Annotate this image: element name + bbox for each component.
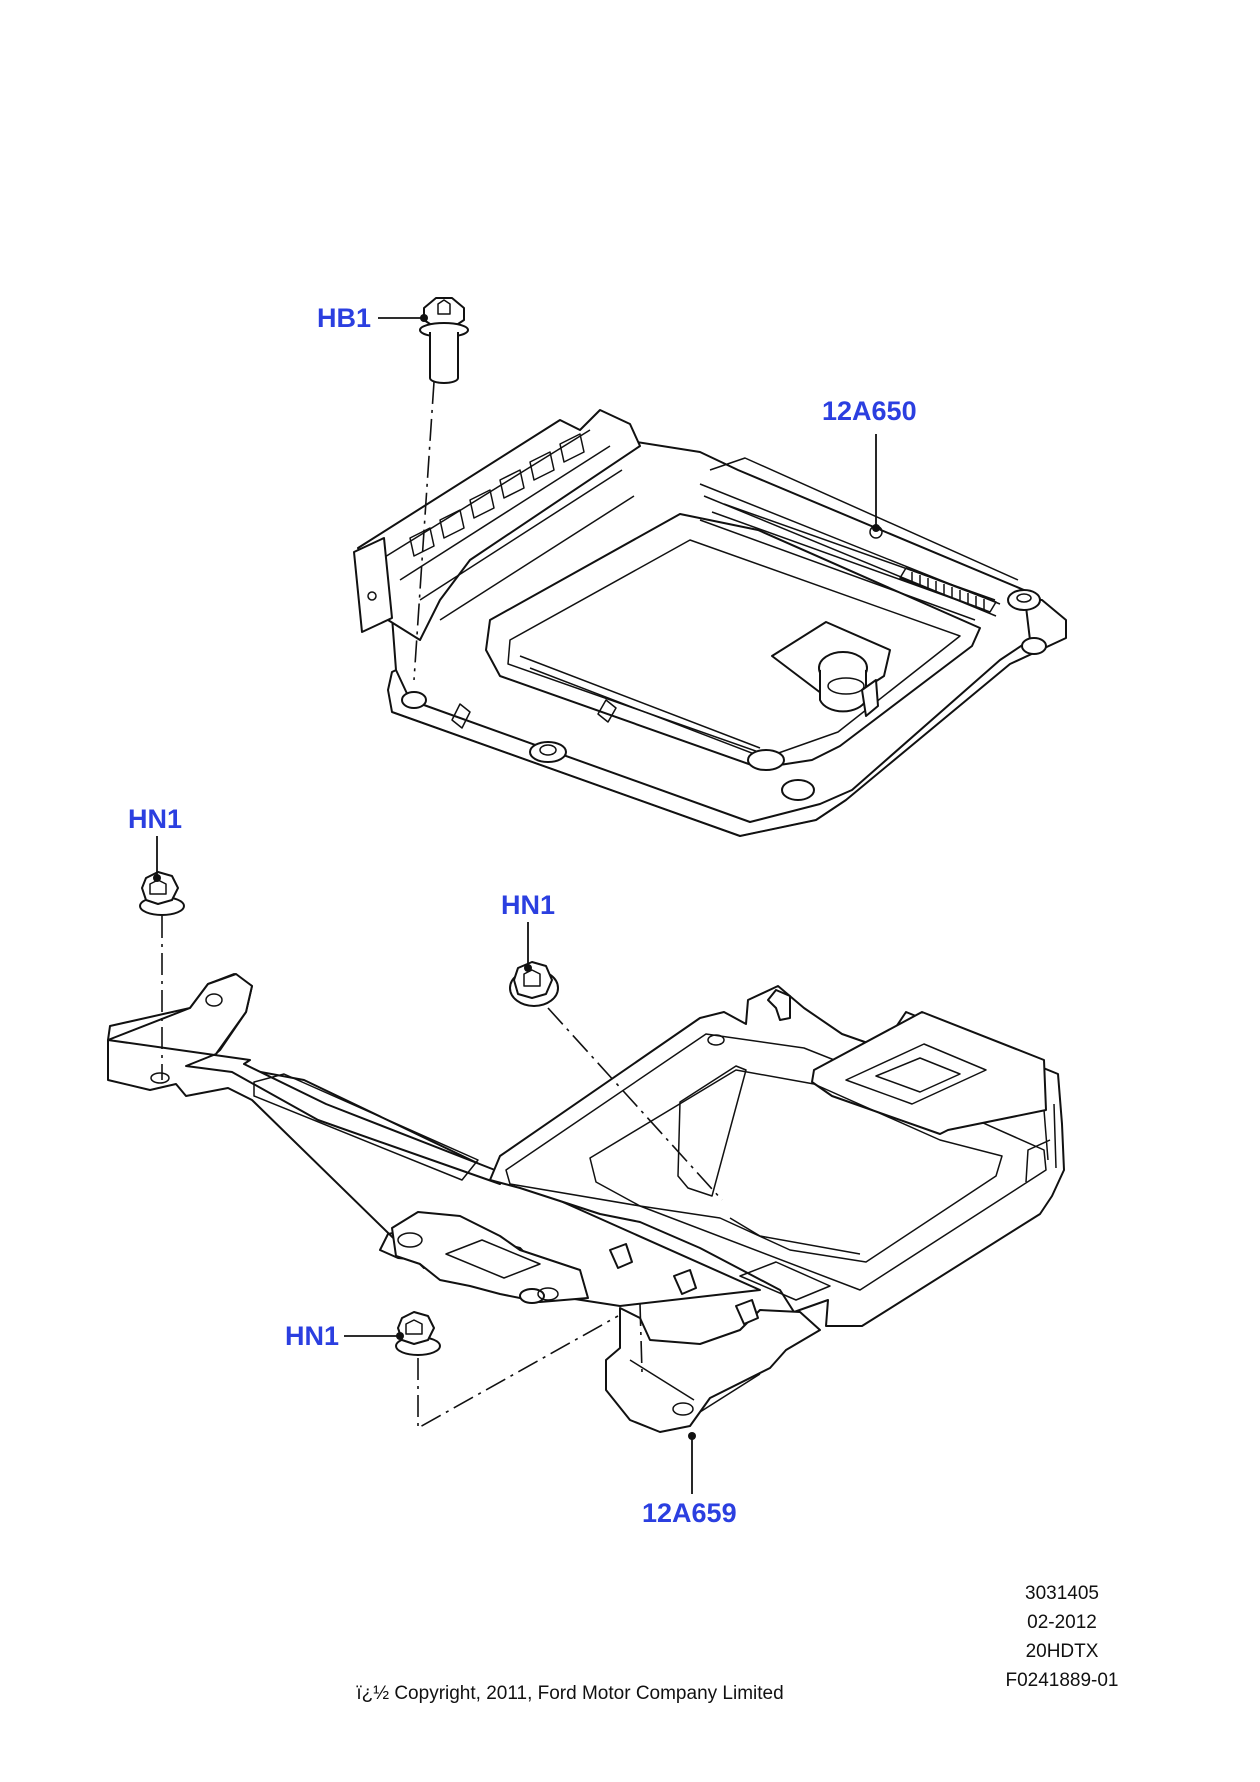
nut-hn1-center — [509, 961, 559, 1007]
callout-hn1-left[interactable]: HN1 — [128, 804, 183, 834]
callout-hn1-center[interactable]: HN1 — [501, 890, 556, 920]
callout-hn1-bottom[interactable]: HN1 — [285, 1321, 340, 1351]
figure-code: F0241889-01 — [1005, 1670, 1119, 1691]
illustration-number: 3031405 — [1025, 1583, 1099, 1604]
nut-hn1-left — [139, 871, 185, 916]
mounting-bracket — [107, 973, 1065, 1433]
copyright-notice: ï¿½ Copyright, 2011, Ford Motor Company … — [356, 1683, 784, 1704]
model-code: 20HDTX — [1025, 1641, 1099, 1662]
leader-lines — [153, 314, 880, 1494]
illustration-date: 02-2012 — [1027, 1612, 1097, 1633]
callout-12a650[interactable]: 12A650 — [822, 396, 917, 426]
callout-hb1[interactable]: HB1 — [317, 303, 372, 333]
assembly-center-lines — [161, 381, 723, 1430]
callout-12a659[interactable]: 12A659 — [642, 1498, 737, 1528]
nut-hn1-bottom — [395, 1311, 441, 1356]
bolt-hb1 — [419, 297, 469, 384]
engine-control-module — [353, 409, 1067, 837]
